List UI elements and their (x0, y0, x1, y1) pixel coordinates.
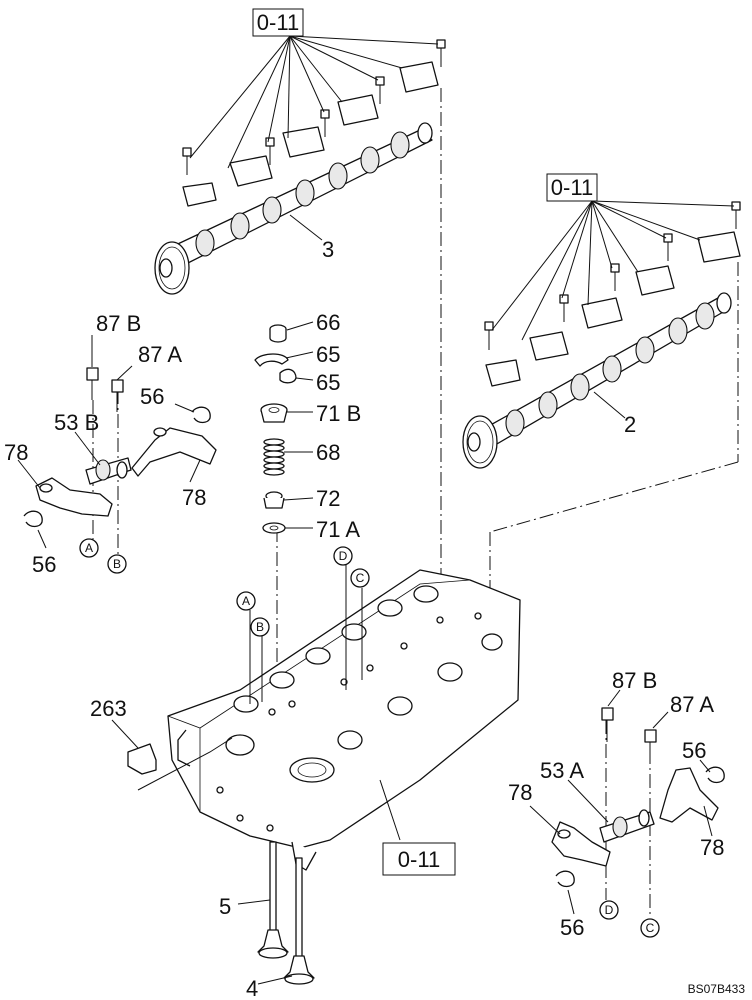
label-part-65-b: 65 (316, 370, 340, 395)
bolt-87b-right (601, 689, 621, 742)
label-part-53a: 53 A (540, 758, 584, 783)
label-part-87b-right: 87 B (612, 668, 657, 693)
valve-4 (257, 857, 315, 985)
bolt-87a-right (644, 711, 669, 762)
circle-markers: A B A B C D D C (79, 538, 660, 938)
part-263 (111, 719, 233, 791)
label-part-3: 3 (322, 237, 334, 262)
rocker-shaft-53b (74, 431, 132, 485)
reference-label: 0-11 (551, 175, 593, 200)
label-part-78-left-b: 78 (182, 485, 206, 510)
clip-56-left-bottom (23, 510, 47, 549)
label-part-87b-left: 87 B (96, 311, 141, 336)
label-part-72: 72 (316, 486, 340, 511)
reference-box-bottom: 0-11 (382, 842, 456, 876)
rocker-arm-78-left (17, 459, 113, 517)
label-part-66: 66 (316, 310, 340, 335)
reference-box-top-left: 0-11 (189, 8, 439, 169)
label-part-5: 5 (219, 894, 231, 919)
reference-label: 0-11 (257, 10, 299, 35)
label-part-87a-right: 87 A (670, 692, 714, 717)
clip-56-right-bottom (555, 870, 575, 915)
cylinder-head (167, 569, 521, 871)
camshaft-2-gear (462, 415, 498, 469)
cylinder-head-ports (225, 585, 503, 783)
marker-c-head: C (356, 571, 365, 585)
part-71a-washer (262, 522, 313, 534)
label-part-56-left-top: 56 (140, 384, 164, 409)
camshaft-3 (154, 122, 433, 295)
rocker-assembly-right (529, 689, 725, 915)
bolt-87b-left (86, 335, 99, 400)
part-71b-seal (260, 403, 313, 423)
head-leaders (249, 565, 401, 841)
bolts-top (182, 39, 446, 175)
marker-a-head: A (242, 594, 250, 608)
label-part-78-right-a: 78 (508, 780, 532, 805)
reference-label: 0-11 (398, 847, 440, 872)
camshaft-2 (462, 292, 732, 469)
label-part-87a-left: 87 A (138, 342, 182, 367)
label-part-78-left-a: 78 (4, 440, 28, 465)
label-part-56-left-bottom: 56 (32, 552, 56, 577)
label-part-4: 4 (246, 976, 258, 1000)
drawing-code: BS07B433 (688, 982, 746, 996)
clip-56-right-top (699, 759, 725, 784)
rocker-arm-78-right-a (659, 767, 719, 837)
valve-stack (254, 321, 314, 534)
part-66-shim (269, 321, 314, 343)
label-part-78-right-b: 78 (700, 835, 724, 860)
label-part-65-a: 65 (316, 342, 340, 367)
rocker-arm-78-right-b (529, 805, 611, 867)
cylinder-head-bolts (216, 612, 482, 832)
part-labels: 3 2 66 65 65 71 B 68 72 71 A 87 B 87 A 5… (4, 237, 724, 1000)
marker-b-left: B (113, 557, 121, 571)
valve-5 (237, 841, 289, 959)
marker-d-head: D (339, 549, 348, 563)
marker-b-head: B (256, 620, 264, 634)
label-part-263: 263 (90, 696, 127, 721)
part-72-retainer (263, 491, 314, 509)
marker-a-left: A (85, 541, 93, 555)
label-part-2: 2 (624, 412, 636, 437)
label-part-56-right-top: 56 (682, 738, 706, 763)
rocker-assembly-left (17, 335, 217, 549)
label-part-71b: 71 B (316, 401, 361, 426)
part-65-keeper-b (279, 368, 314, 384)
bolt-87a-left (111, 365, 133, 412)
label-part-53b: 53 B (54, 410, 99, 435)
clip-56-left-top (174, 403, 211, 424)
label-part-56-right-bottom: 56 (560, 915, 584, 940)
marker-c-right: C (646, 921, 655, 935)
rocker-shaft-53a (567, 779, 655, 843)
reference-box-top-right: 0-11 (491, 173, 735, 341)
camshaft-3-lobes (195, 122, 433, 257)
camshaft-2-lobes (505, 292, 732, 437)
bearing-caps-top (182, 39, 446, 207)
bolts-right (484, 201, 741, 350)
camshaft-3-gear (154, 241, 190, 295)
part-68-spring (263, 438, 313, 476)
part-65-keeper-a (254, 351, 314, 367)
bearing-caps-right (484, 201, 741, 387)
label-part-71a: 71 A (316, 517, 360, 542)
rocker-arm-78-right (131, 427, 217, 483)
marker-d-right: D (605, 903, 614, 917)
label-part-68: 68 (316, 440, 340, 465)
